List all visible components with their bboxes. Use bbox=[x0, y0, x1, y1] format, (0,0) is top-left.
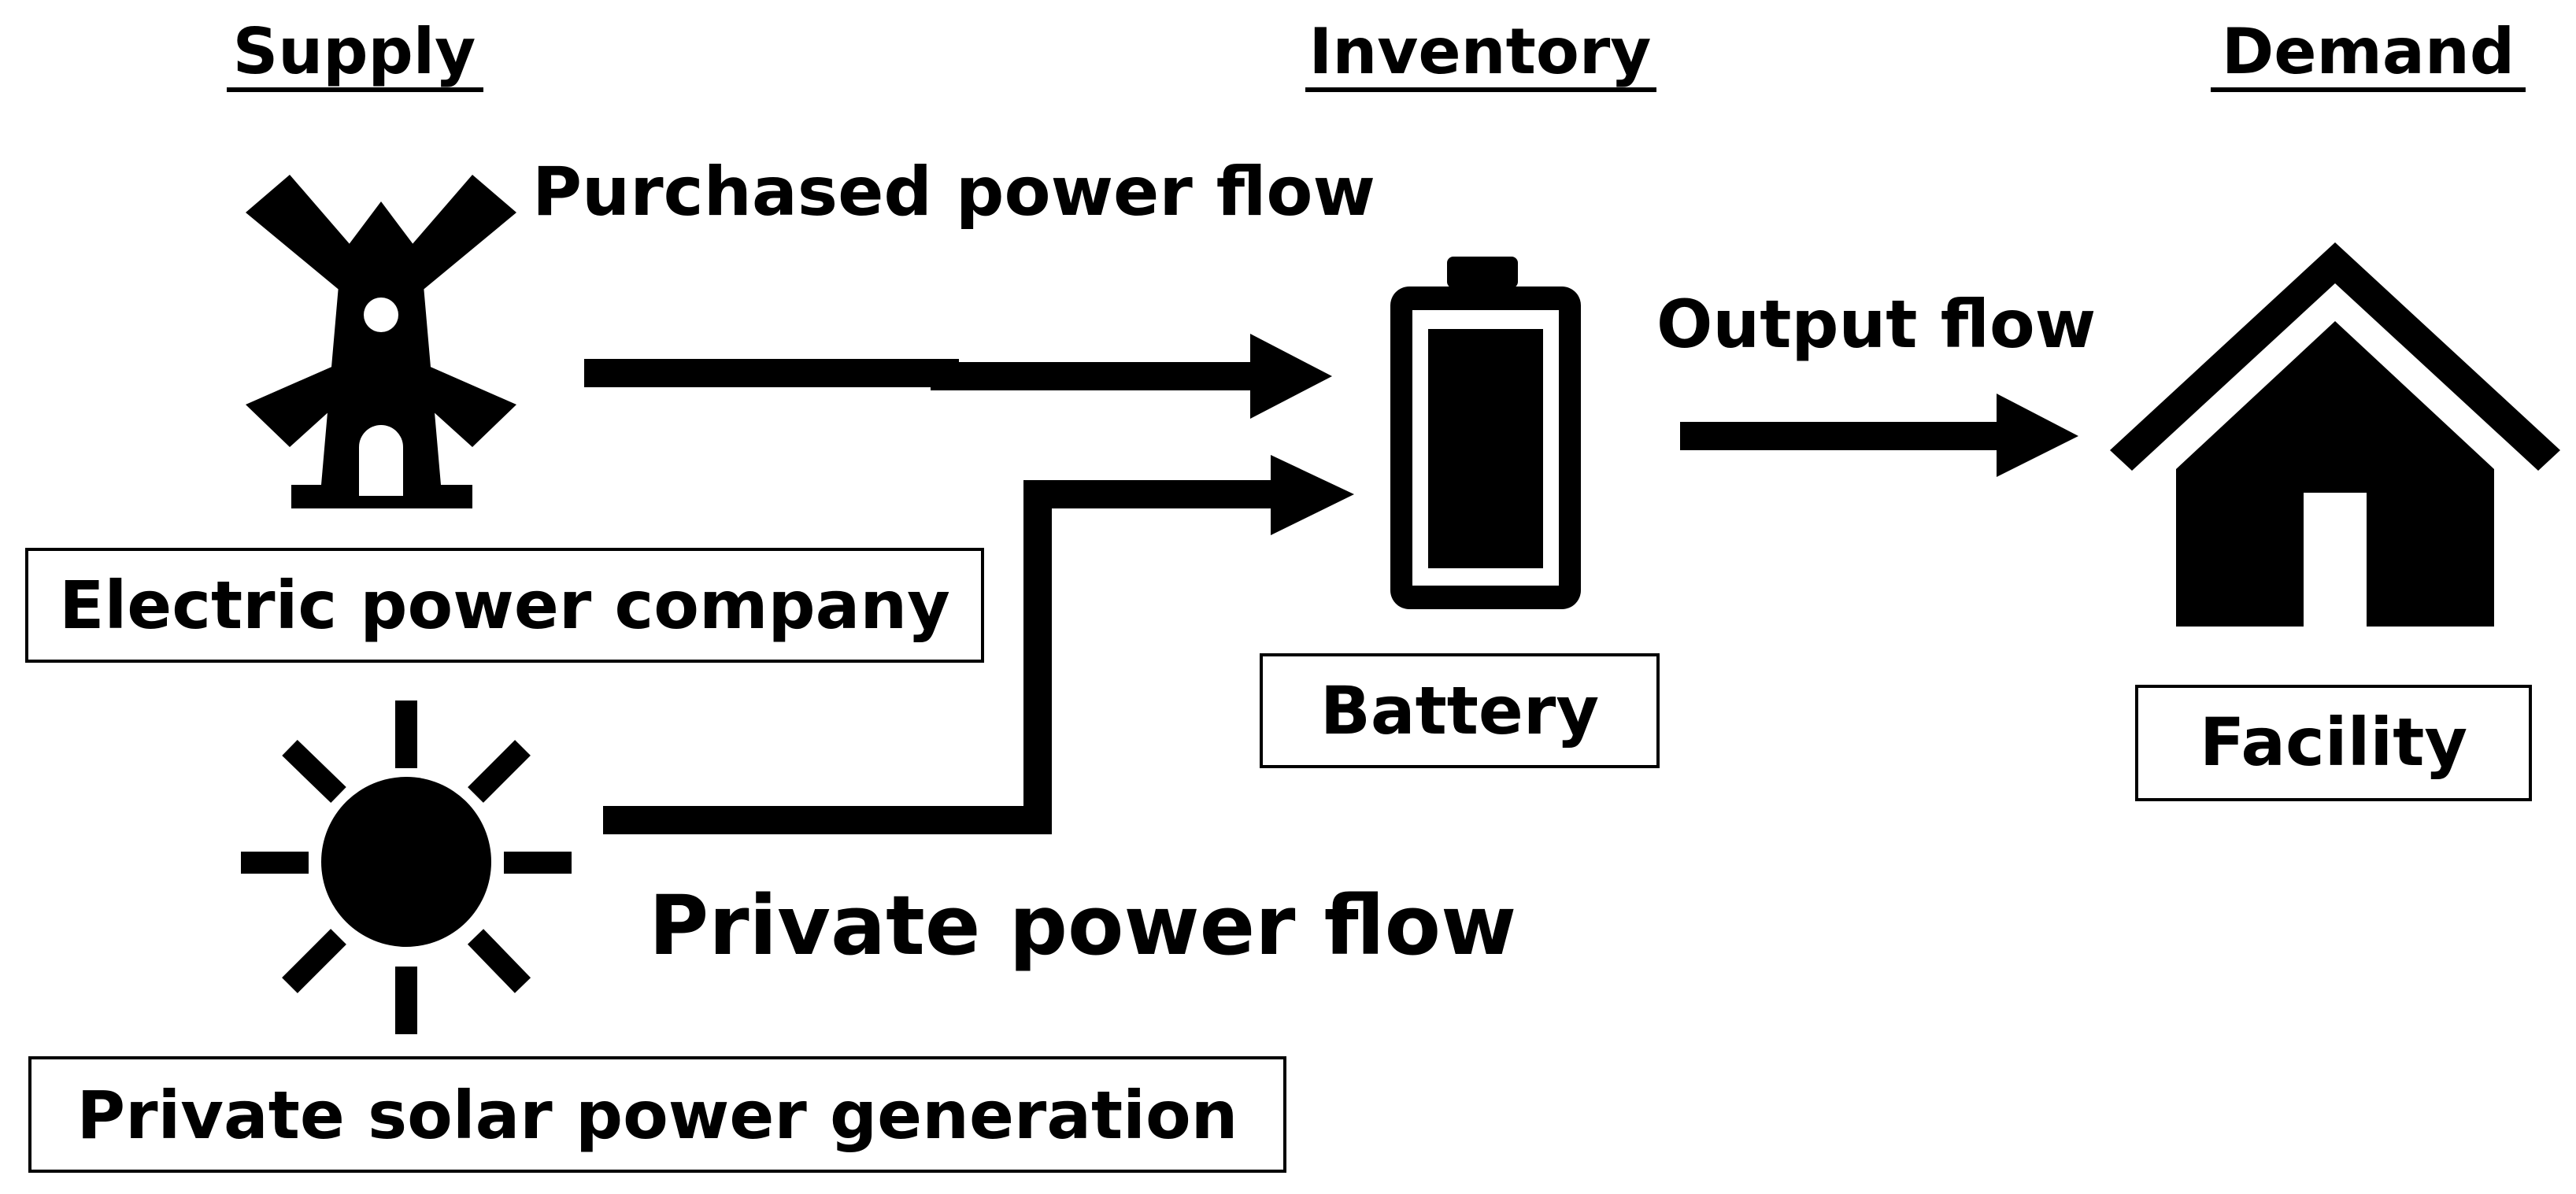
battery-label: Battery bbox=[1320, 672, 1599, 749]
solar-label-box: Private solar power generation bbox=[28, 1056, 1286, 1173]
facility-label-box: Facility bbox=[2135, 685, 2532, 801]
output-flow-arrow bbox=[1680, 394, 2078, 477]
private-flow-arrow bbox=[603, 455, 1354, 834]
battery-label-box: Battery bbox=[1260, 653, 1660, 768]
electric-company-label-box: Electric power company bbox=[25, 548, 984, 663]
battery-icon bbox=[1390, 257, 1581, 609]
output-flow-label: Output flow bbox=[1656, 286, 2096, 363]
sun-icon bbox=[241, 701, 572, 1034]
header-supply-text: Supply bbox=[233, 15, 476, 88]
solar-label: Private solar power generation bbox=[77, 1077, 1238, 1154]
header-inventory: Inventory bbox=[1305, 15, 1656, 92]
electric-company-label: Electric power company bbox=[59, 567, 950, 644]
header-demand: Demand bbox=[2211, 15, 2526, 92]
private-flow-label: Private power flow bbox=[649, 878, 1516, 974]
header-inventory-text: Inventory bbox=[1309, 15, 1652, 88]
header-supply: Supply bbox=[227, 15, 483, 92]
facility-label: Facility bbox=[2200, 704, 2467, 781]
header-demand-text: Demand bbox=[2222, 15, 2515, 88]
windmill-icon bbox=[246, 175, 516, 508]
purchased-flow-label: Purchased power flow bbox=[532, 153, 1375, 231]
purchased-flow-arrow bbox=[584, 334, 1332, 419]
house-icon bbox=[2110, 242, 2560, 627]
